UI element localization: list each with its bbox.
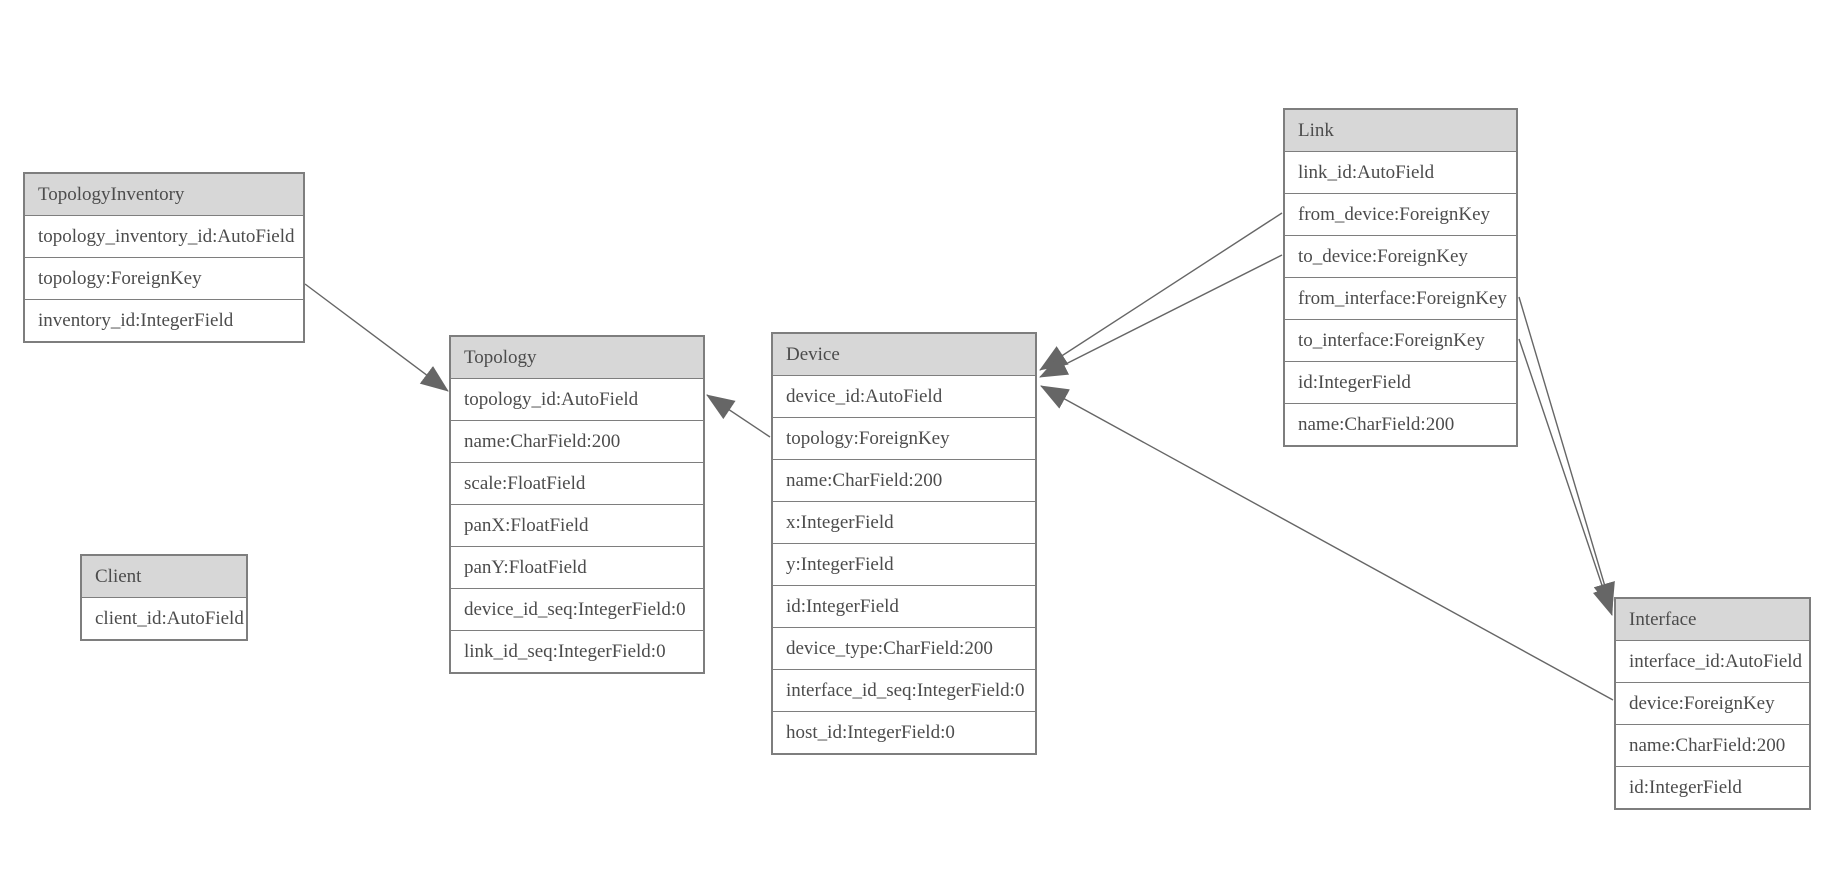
entity-device: Device device_id:AutoField topology:Fore… (771, 332, 1037, 755)
entity-link-field: to_device:ForeignKey (1285, 236, 1516, 278)
entity-device-field: device_id:AutoField (773, 376, 1035, 418)
entity-client-title: Client (82, 556, 246, 598)
entity-topologyinventory-field: topology_inventory_id:AutoField (25, 216, 303, 258)
entity-device-field: x:IntegerField (773, 502, 1035, 544)
entity-device-field: host_id:IntegerField:0 (773, 712, 1035, 753)
entity-device-field: device_type:CharField:200 (773, 628, 1035, 670)
entity-topologyinventory-field: topology:ForeignKey (25, 258, 303, 300)
entity-topology-field: topology_id:AutoField (451, 379, 703, 421)
entity-link-field: link_id:AutoField (1285, 152, 1516, 194)
entity-device-field: id:IntegerField (773, 586, 1035, 628)
entity-topology-field: name:CharField:200 (451, 421, 703, 463)
entity-topology-title: Topology (451, 337, 703, 379)
entity-topology-field: panY:FloatField (451, 547, 703, 589)
relationship-line-link-from-device (1039, 212, 1283, 371)
relationship-line-link-to-interface (1518, 338, 1614, 616)
entity-interface: Interface interface_id:AutoField device:… (1614, 597, 1811, 810)
entity-link-field: to_interface:ForeignKey (1285, 320, 1516, 362)
entity-interface-field: device:ForeignKey (1616, 683, 1809, 725)
entity-client-field: client_id:AutoField (82, 598, 246, 639)
entity-topology-field: device_id_seq:IntegerField:0 (451, 589, 703, 631)
entity-interface-title: Interface (1616, 599, 1809, 641)
entity-topology-field: panX:FloatField (451, 505, 703, 547)
entity-device-field: interface_id_seq:IntegerField:0 (773, 670, 1035, 712)
entity-interface-field: id:IntegerField (1616, 767, 1809, 808)
entity-link-field: from_device:ForeignKey (1285, 194, 1516, 236)
entity-link-field: from_interface:ForeignKey (1285, 278, 1516, 320)
entity-device-title: Device (773, 334, 1035, 376)
entity-interface-field: interface_id:AutoField (1616, 641, 1809, 683)
relationship-line-link-from-interface (1518, 296, 1615, 611)
relationship-line-topologyinventory-topology (304, 283, 449, 392)
entity-topology-field: scale:FloatField (451, 463, 703, 505)
entity-link-field: name:CharField:200 (1285, 404, 1516, 445)
entity-topologyinventory: TopologyInventory topology_inventory_id:… (23, 172, 305, 343)
entity-device-field: name:CharField:200 (773, 460, 1035, 502)
relationship-line-link-to-device (1039, 254, 1283, 378)
entity-device-field: topology:ForeignKey (773, 418, 1035, 460)
relationship-line-device-topology (706, 394, 771, 438)
entity-client: Client client_id:AutoField (80, 554, 248, 641)
entity-device-field: y:IntegerField (773, 544, 1035, 586)
entity-link: Link link_id:AutoField from_device:Forei… (1283, 108, 1518, 447)
entity-topology-field: link_id_seq:IntegerField:0 (451, 631, 703, 672)
entity-link-title: Link (1285, 110, 1516, 152)
entity-topologyinventory-title: TopologyInventory (25, 174, 303, 216)
entity-link-field: id:IntegerField (1285, 362, 1516, 404)
entity-interface-field: name:CharField:200 (1616, 725, 1809, 767)
entity-topologyinventory-field: inventory_id:IntegerField (25, 300, 303, 341)
entity-topology: Topology topology_id:AutoField name:Char… (449, 335, 705, 674)
